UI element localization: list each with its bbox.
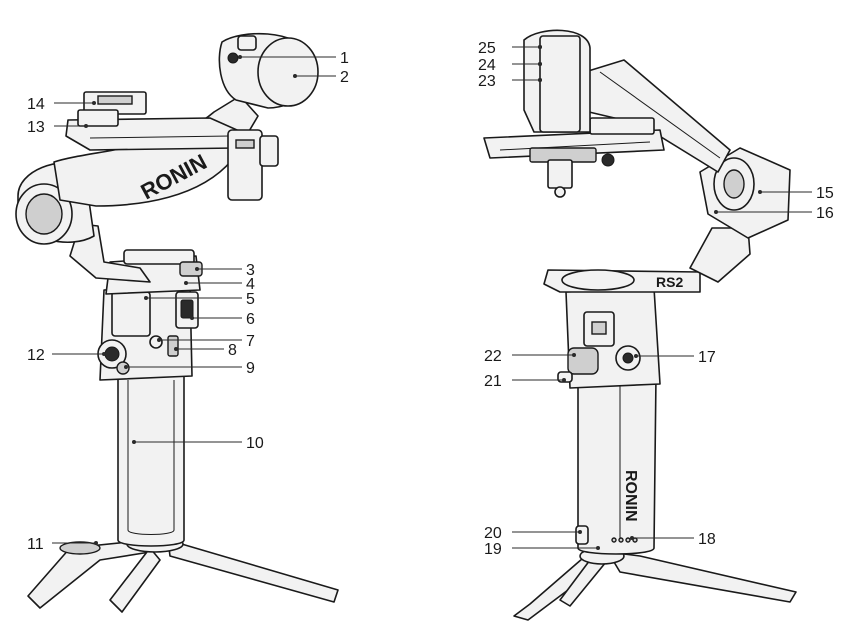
callout-9: 9 [246, 360, 255, 377]
callout-11: 11 [27, 536, 44, 553]
right-tripod [513, 547, 797, 621]
left-pan-motor [218, 32, 319, 109]
right-arm-brand-text: RS2 [656, 274, 683, 290]
right-handle: RONIN [575, 375, 657, 555]
right-callouts: 15 16 17 18 19 20 21 22 23 24 25 [478, 40, 834, 558]
callout-1: 1 [340, 50, 349, 67]
callout-8: 8 [228, 342, 237, 359]
right-lower-arm [689, 227, 751, 283]
callout-5: 5 [246, 291, 255, 308]
callout-2: 2 [340, 69, 349, 86]
callout-19: 19 [484, 541, 502, 558]
callout-15: 15 [816, 185, 834, 202]
left-camera-plate [65, 91, 247, 151]
left-handle [117, 373, 185, 547]
left-battery-pack [227, 129, 279, 201]
callout-4: 4 [246, 276, 255, 293]
callout-21: 21 [484, 373, 502, 390]
callout-12: 12 [27, 347, 45, 364]
right-pan-motor [523, 29, 591, 198]
left-control-body [97, 285, 199, 381]
callout-10: 10 [246, 435, 264, 452]
right-control-body [557, 287, 661, 389]
left-tripod [27, 535, 339, 613]
left-gimbal-illustration: RONIN [15, 32, 339, 613]
right-gimbal-illustration: RONIN RS2 [483, 29, 797, 621]
right-camera-plate [483, 117, 665, 167]
callout-25: 25 [478, 40, 496, 57]
callout-16: 16 [816, 205, 834, 222]
callout-17: 17 [698, 349, 716, 366]
right-base-plate: RS2 [543, 269, 701, 293]
callout-22: 22 [484, 348, 502, 365]
callout-18: 18 [698, 531, 716, 548]
callout-14: 14 [27, 96, 45, 113]
callout-3: 3 [246, 262, 255, 279]
callout-23: 23 [478, 73, 496, 90]
right-roll-motor [699, 147, 791, 239]
callout-24: 24 [478, 57, 496, 74]
callout-20: 20 [484, 525, 502, 542]
callout-7: 7 [246, 333, 255, 350]
callout-13: 13 [27, 119, 45, 136]
left-callouts: 1 2 3 4 5 6 7 8 9 10 11 12 13 14 [27, 50, 349, 553]
callout-6: 6 [246, 311, 255, 328]
right-handle-brand-text: RONIN [622, 470, 639, 522]
